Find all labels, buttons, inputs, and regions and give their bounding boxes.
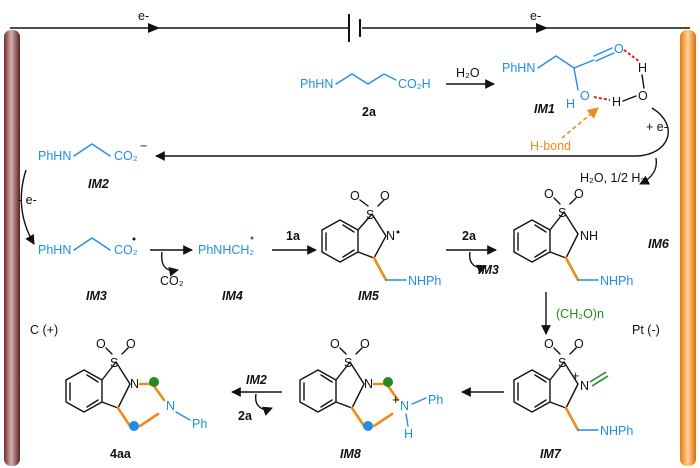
product-4aa: S O O N N Ph 4aa — [65, 337, 207, 461]
im8-oxygen-2: O — [360, 337, 370, 351]
im5-label: IM5 — [358, 289, 380, 303]
im4-radical: PhNHCH₂ — [198, 243, 254, 257]
im5-nitrogen: N — [386, 229, 395, 243]
im7-label: IM7 — [540, 447, 562, 461]
im6-side-chain: NHPh — [600, 274, 633, 288]
current-arrow-right — [536, 23, 548, 33]
im6-oxygen-1: O — [544, 187, 554, 201]
4aa-sulfur: S — [110, 356, 118, 370]
im6-nh: NH — [580, 229, 598, 243]
h-bond-label: H-bond — [530, 139, 571, 153]
water-o: O — [638, 89, 648, 103]
im8-nitrogen: N — [364, 377, 373, 391]
im5-side-chain: NHPh — [408, 274, 441, 288]
co2-label: CO₂ — [160, 274, 184, 288]
water-h-top: H — [638, 61, 647, 75]
im5-sulfur: S — [366, 208, 374, 222]
arrow-to-im2 — [155, 107, 669, 161]
im1-amine: PhHN — [502, 61, 535, 75]
im6-sulfur: S — [558, 206, 566, 220]
im3-carboxyl-radical: CO₂ — [114, 243, 138, 257]
4aa-label: 4aa — [110, 447, 132, 461]
intermediate-im6: S O O NH NHPh IM6 — [513, 187, 670, 288]
im2-carboxylate: CO₂ — [114, 149, 138, 163]
im7-oxygen-2: O — [574, 337, 584, 351]
formaldehyde-label: (CH₂O)n — [556, 307, 604, 321]
minus-electron-label: - e- — [18, 193, 37, 207]
arrow-h2-evolution — [639, 157, 658, 185]
im3-label: IM3 — [86, 289, 107, 303]
im4-label: IM4 — [222, 289, 243, 303]
im6-label: IM6 — [648, 237, 670, 251]
im7-oxygen-1: O — [544, 337, 554, 351]
2a-amine: PhHN — [300, 77, 333, 91]
im3-amine: PhHN — [38, 243, 71, 257]
circuit: e- e- — [10, 9, 690, 42]
2a-step-label: 2a — [462, 229, 477, 243]
im8-phenyl: Ph — [428, 393, 443, 407]
im1-hydroxyl-o: O — [580, 89, 590, 103]
im3-step-label: IM3 — [478, 263, 499, 277]
h2o-h2-label: H₂O, 1/2 H₂ — [580, 171, 645, 185]
im5-oxygen-2: O — [380, 189, 390, 203]
anode-label: C (+) — [30, 323, 58, 337]
im7-iminium-n: N — [580, 379, 589, 393]
intermediate-im4: PhNHCH₂ IM4 — [198, 236, 254, 303]
2a-bottom-step-label: 2a — [238, 409, 253, 423]
arrow-oxidation — [20, 169, 35, 245]
h-bond-pointer — [561, 107, 599, 139]
4aa-oxygen-1: O — [96, 337, 106, 351]
intermediate-im5: S O O N NHPh IM5 — [321, 189, 441, 303]
im1-carbonyl-o: O — [614, 42, 624, 56]
im1-hydroxyl-h: H — [566, 97, 575, 111]
1a-label: 1a — [286, 229, 301, 243]
im7-side-chain: NHPh — [600, 424, 633, 438]
plus-electron-label: + e- — [646, 120, 668, 134]
platinum-cathode — [680, 30, 696, 466]
im2-amine: PhHN — [38, 149, 71, 163]
intermediate-im3: PhHN CO₂ IM3 — [38, 237, 138, 303]
compound-2a: PhHN CO₂H 2a — [300, 73, 431, 119]
im8-sulfur: S — [344, 356, 352, 370]
electron-label-right: e- — [530, 9, 541, 23]
im2-label: IM2 — [88, 177, 109, 191]
im7-sulfur: S — [558, 356, 566, 370]
im8-oxygen-1: O — [330, 337, 340, 351]
intermediate-im2: PhHN CO₂ − IM2 — [38, 139, 147, 191]
water-h-bottom: H — [612, 95, 621, 109]
4aa-nitrogen: N — [130, 377, 139, 391]
intermediate-im7: S O O + N NHPh IM7 — [513, 337, 633, 461]
im6-oxygen-2: O — [574, 187, 584, 201]
current-arrow-left — [148, 23, 160, 33]
intermediate-im1: PhHN O O H H O H IM1 — [502, 42, 648, 116]
im8-plus: + — [392, 393, 399, 407]
carbon-anode — [4, 30, 20, 466]
im8-label: IM8 — [340, 447, 361, 461]
cathode-label: Pt (-) — [632, 323, 660, 337]
im7-plus: + — [572, 369, 579, 383]
4aa-phenyl: Ph — [192, 417, 207, 431]
water-label: H₂O — [456, 66, 480, 80]
im5-oxygen-1: O — [350, 189, 360, 203]
electron-label-left: e- — [138, 9, 149, 23]
4aa-amine-n: N — [166, 399, 175, 413]
4aa-oxygen-2: O — [126, 337, 136, 351]
intermediate-im8: S O O N + N Ph H IM8 — [299, 337, 443, 461]
im8-ammonium-n: N — [400, 399, 409, 413]
2a-label: 2a — [362, 105, 377, 119]
im1-label: IM1 — [534, 102, 555, 116]
im2-charge: − — [140, 139, 147, 153]
im8-hydrogen: H — [404, 427, 413, 441]
im2-step-label: IM2 — [246, 373, 267, 387]
2a-acid: CO₂H — [398, 77, 431, 91]
